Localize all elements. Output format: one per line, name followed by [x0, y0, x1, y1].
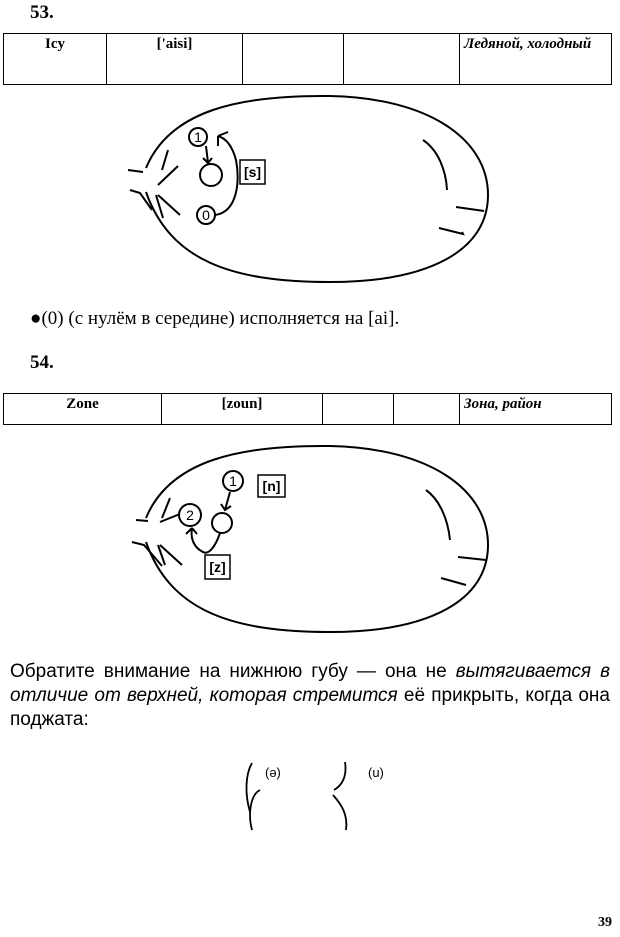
lip-paragraph: Обратите внимание на нижнюю губу — она н…: [10, 660, 610, 732]
mouth-diagram-54: [131, 444, 490, 634]
translation-cell: Зона, район: [459, 393, 612, 425]
circle-1-label: 1: [194, 129, 202, 145]
lip-label-schwa: (ə): [265, 765, 281, 780]
center-circle: [199, 163, 223, 187]
center-circle: [211, 512, 233, 534]
translation-cell: Ледяной, холодный: [459, 33, 612, 85]
circle-1-label: 1: [229, 473, 237, 489]
word-cell: Icy: [3, 33, 107, 85]
lip-strokes: [127, 149, 181, 219]
exercise-53-table: Icy ['aisi] Ледяной, холодный: [3, 33, 612, 85]
circle-1: [188, 127, 208, 147]
sound-label-z: [z]: [209, 559, 225, 575]
sound-box: [239, 159, 266, 185]
page-number: 39: [598, 915, 612, 930]
lower-lip-a: [249, 789, 261, 831]
paragraph-text: Обратите внимание на нижнюю губу — она н…: [10, 661, 456, 682]
empty-cell: [393, 393, 460, 425]
return-arrow: [185, 527, 221, 554]
lower-lip-u: [332, 794, 348, 831]
exercise-54-table: Zone [zoun] Зона, район: [3, 393, 612, 425]
arrow-down: [202, 145, 213, 165]
sound-box-z: [204, 554, 231, 580]
cheek-strokes: [425, 489, 487, 586]
exercise-53-note: ●(0) (с нулём в середине) исполняется на…: [30, 308, 399, 330]
mouth-outline: [145, 444, 490, 634]
return-arrow: [214, 131, 239, 216]
word-cell: Zone: [3, 393, 162, 425]
mouth-outline: [145, 94, 490, 284]
note-text: (0) (с нулём в середине) исполняется на …: [41, 308, 400, 329]
transcription-cell: [zoun]: [161, 393, 323, 425]
upper-lip-a: [245, 762, 253, 813]
sound-label-n: [n]: [263, 478, 281, 494]
empty-cell: [343, 33, 460, 85]
transcription-cell: ['aisi]: [106, 33, 243, 85]
circle-2-label: 2: [186, 507, 194, 523]
empty-cell: [242, 33, 344, 85]
mouth-diagram-53: [127, 94, 490, 284]
upper-lip-u: [333, 761, 347, 791]
paragraph-text: её прикрыть, когда она поджата:: [10, 685, 610, 730]
bullet-icon: ●: [30, 308, 42, 329]
circle-0-label: 0: [202, 207, 210, 223]
lip-label-u: (u): [368, 765, 384, 780]
lip-sketches: [245, 761, 348, 831]
paragraph-italic-text: вытягивается в отличие от верхней, котор…: [10, 661, 610, 706]
empty-cell: [322, 393, 394, 425]
exercise-54-number: 54.: [30, 352, 54, 373]
sound-label: [s]: [244, 164, 261, 180]
exercise-53-number: 53.: [30, 2, 54, 23]
cheek-strokes: [422, 139, 485, 236]
lip-strokes: [131, 497, 183, 567]
circle-1: [222, 470, 244, 492]
arrow-down: [220, 491, 232, 512]
circle-2: [178, 503, 202, 527]
sound-box-n: [257, 474, 286, 498]
